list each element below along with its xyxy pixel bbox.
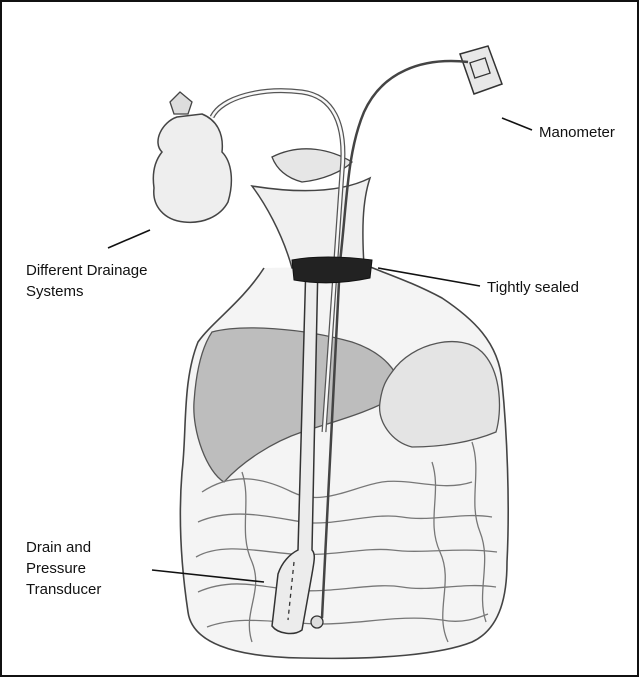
drain-label-line3: Transducer [26,580,101,599]
bag-neck [252,178,370,268]
drainage-label-line2: Systems [26,282,84,301]
transducer-tip [311,616,323,628]
drainage-leader [108,230,150,248]
drainage-bag [153,114,231,222]
drain-label-line1: Drain and [26,538,91,557]
manometer-label: Manometer [539,123,615,142]
tie-band [292,257,372,283]
sealed-label: Tightly sealed [487,278,579,297]
drain-label-line2: Pressure [26,559,86,578]
manometer-leader [502,118,532,130]
manometer-device [460,46,502,94]
drainage-label-line1: Different Drainage [26,261,147,280]
